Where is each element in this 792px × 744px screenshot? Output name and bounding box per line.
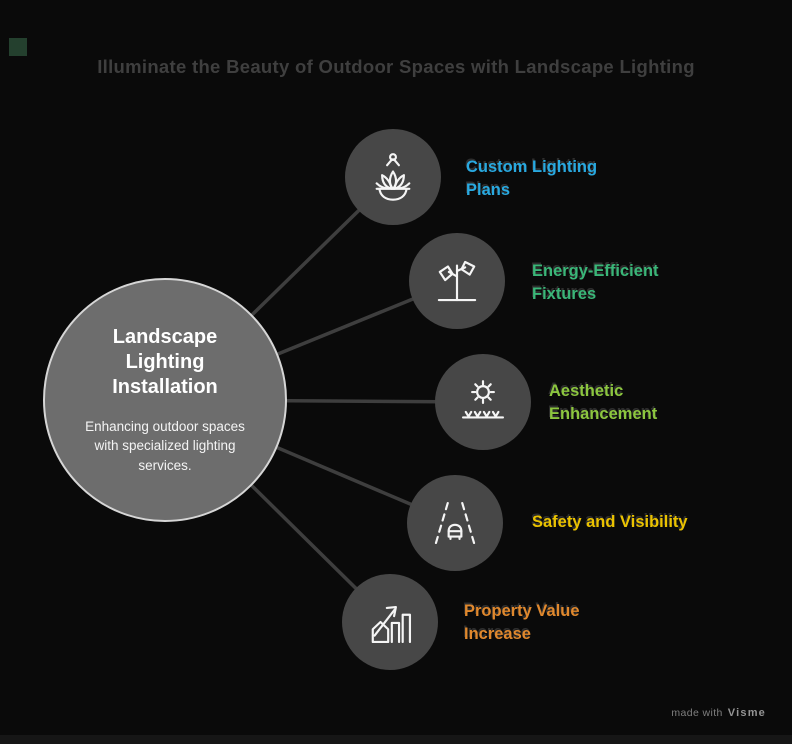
lamp-post-icon — [437, 260, 477, 302]
lotus-plant-icon — [375, 153, 411, 201]
property-growth-icon — [371, 605, 412, 644]
branch-node-safety-and-visibility — [407, 475, 503, 571]
branch-label-aesthetic-enhancement: Aesthetic Enhancement — [549, 382, 658, 424]
branch-node-energy-efficient-fixtures — [409, 233, 505, 329]
central-topic-description: Enhancing outdoor spaces with specialize… — [85, 419, 245, 473]
page-title: Illuminate the Beauty of Outdoor Spaces … — [97, 56, 695, 77]
branch-node-custom-lighting-plans — [345, 129, 441, 225]
branch-node-property-value-increase — [342, 574, 438, 670]
branch-node-aesthetic-enhancement — [435, 354, 531, 450]
watermark: made with Visme — [671, 707, 766, 719]
footer-bar — [0, 735, 792, 744]
sun-over-lawn-icon — [461, 380, 505, 419]
branch-label-property-value-increase: Property Value Increase — [464, 602, 580, 644]
watermark-brand: Visme — [727, 707, 766, 719]
branch-label-custom-lighting-plans: Custom Lighting Plans — [466, 158, 598, 200]
branch-label-safety-and-visibility: Safety and Visibility — [532, 513, 688, 531]
central-topic-circle: Landscape Lighting Installation Enhancin… — [43, 278, 287, 522]
watermark-text: made with — [671, 707, 723, 719]
central-topic-title: Landscape Lighting Installation — [112, 326, 218, 399]
header-accent-square — [9, 38, 27, 56]
road-visibility-icon — [434, 501, 476, 545]
branch-label-energy-efficient-fixtures: Energy-Efficient Fixtures — [532, 262, 659, 304]
